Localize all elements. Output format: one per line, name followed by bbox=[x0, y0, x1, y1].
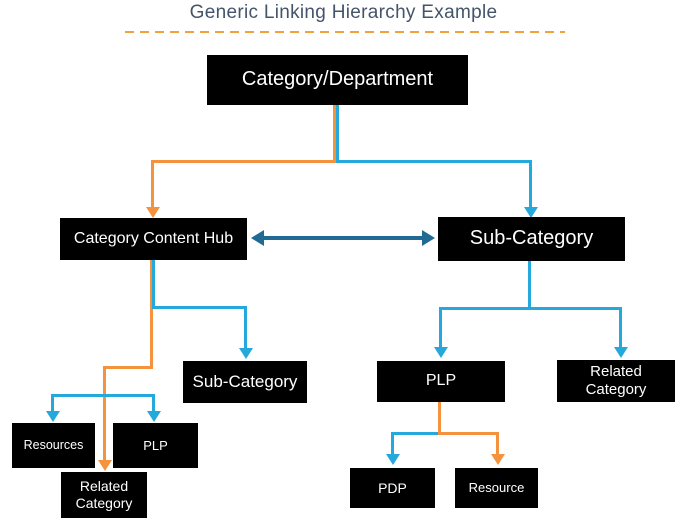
node-pdp: PDP bbox=[350, 468, 435, 508]
node-sub-category-left: Sub-Category bbox=[183, 361, 307, 403]
connector-segment-orange bbox=[438, 402, 441, 435]
arrowhead-down-icon bbox=[491, 454, 505, 465]
arrowhead-down-icon bbox=[614, 347, 628, 358]
connector-segment-light-blue bbox=[152, 260, 155, 308]
node-sub-category-right: Sub-Category bbox=[438, 217, 625, 261]
arrowhead-down-icon bbox=[146, 207, 160, 218]
connector-segment-orange bbox=[496, 432, 499, 455]
node-resources-left: Resources bbox=[12, 423, 95, 468]
node-plp-right: PLP bbox=[377, 361, 505, 402]
connector-segment-orange bbox=[333, 105, 336, 162]
connector-segment-light-blue bbox=[619, 307, 622, 348]
arrowhead-down-icon bbox=[147, 411, 161, 422]
arrowhead-down-icon bbox=[434, 347, 448, 358]
node-category-department: Category/Department bbox=[207, 55, 468, 105]
connector-segment-light-blue bbox=[336, 105, 339, 162]
arrowhead-down-icon bbox=[524, 207, 538, 218]
node-related-category-right: Related Category bbox=[557, 360, 675, 402]
arrowhead-down-icon bbox=[98, 460, 112, 471]
connector-segment-light-blue bbox=[336, 160, 532, 163]
connector-segment-orange bbox=[150, 260, 153, 368]
arrowhead-down-icon bbox=[46, 411, 60, 422]
node-category-content-hub: Category Content Hub bbox=[60, 218, 247, 260]
connector-segment-light-blue bbox=[439, 307, 622, 310]
connector-segment-light-blue bbox=[439, 307, 442, 348]
connector-segment-orange bbox=[103, 366, 153, 369]
node-plp-left: PLP bbox=[113, 423, 198, 468]
title-underline bbox=[125, 31, 565, 33]
connector-segment-light-blue bbox=[244, 306, 247, 349]
connector-segment-orange bbox=[103, 366, 106, 461]
arrowhead-left-icon bbox=[251, 230, 264, 246]
connector-segment-dark-blue bbox=[262, 236, 424, 240]
arrowhead-down-icon bbox=[386, 454, 400, 465]
connector-segment-light-blue bbox=[51, 394, 54, 412]
connector-segment-orange bbox=[438, 432, 499, 435]
connector-segment-light-blue bbox=[528, 261, 531, 309]
arrowhead-right-icon bbox=[422, 230, 435, 246]
connector-segment-light-blue bbox=[152, 306, 247, 309]
connector-segment-orange bbox=[151, 160, 154, 208]
connector-segment-orange bbox=[151, 160, 336, 163]
node-resource: Resource bbox=[455, 468, 538, 508]
connector-segment-light-blue bbox=[529, 160, 532, 208]
diagram-title: Generic Linking Hierarchy Example bbox=[189, 2, 498, 23]
arrowhead-down-icon bbox=[239, 348, 253, 359]
connector-segment-light-blue bbox=[391, 432, 441, 435]
connector-segment-light-blue bbox=[391, 432, 394, 455]
connector-segment-light-blue bbox=[152, 394, 155, 412]
connector-segment-light-blue bbox=[51, 394, 155, 397]
node-related-category-left: Related Category bbox=[61, 472, 147, 518]
